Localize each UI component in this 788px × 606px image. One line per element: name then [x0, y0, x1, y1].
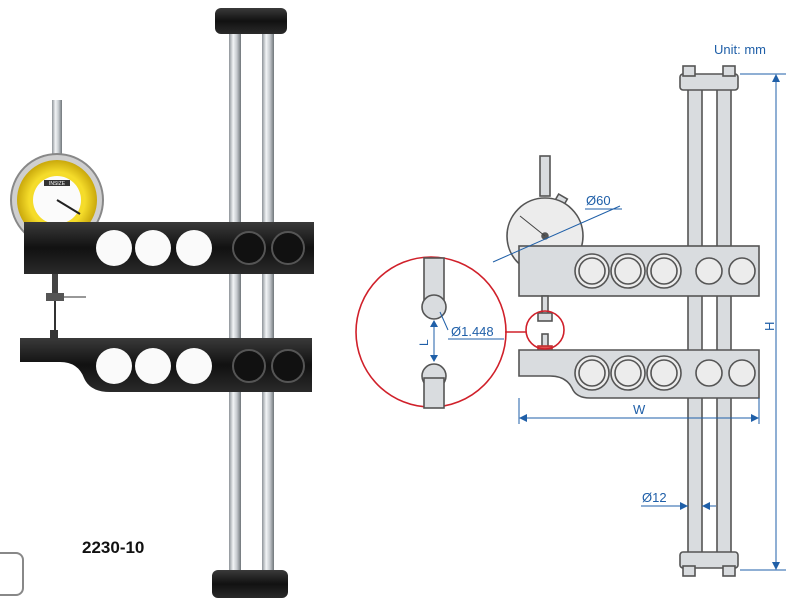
drawing-bottom-nub-right [722, 565, 736, 577]
right-rod [262, 28, 274, 583]
drawing-rod-left [687, 87, 703, 561]
drawing-upper-holder [537, 312, 553, 322]
tip-dim-leader [439, 311, 449, 331]
width-dim-label: W [633, 402, 646, 417]
dial-brand-plate [44, 180, 70, 186]
rod-dim-label: Ø12 [642, 490, 667, 505]
bottom-cap [212, 570, 288, 598]
dimension-lines [492, 73, 786, 571]
model-number: 2230-10 [82, 538, 145, 557]
upper-arm-clamps [232, 231, 305, 265]
drawing-top-nub-right [722, 65, 736, 77]
technical-drawing [506, 65, 760, 577]
detail-marker-circle [525, 310, 565, 350]
upper-spindle [52, 274, 58, 294]
drawing-upper-holes [574, 253, 756, 289]
dial-dim-label: Ø60 [586, 193, 611, 208]
drawing-lower-holes-inner [578, 359, 678, 387]
product-photo: INSIZE [10, 8, 314, 598]
dial-stem [52, 100, 62, 170]
dial-dim-leader [492, 205, 621, 263]
drawing-dial-stem [539, 155, 551, 197]
drawing-upper-holes-inner [578, 257, 678, 285]
dial-brand: INSIZE [49, 181, 66, 187]
lower-arm-clamps [232, 349, 305, 383]
top-cap [215, 8, 287, 34]
drawing-dial-needle [519, 215, 546, 237]
drawing-bottom-cap [679, 551, 739, 569]
corner-frame [0, 552, 24, 596]
drawing-bottom-nub-left [682, 565, 696, 577]
upper-contact-holder [46, 293, 64, 301]
upper-arm-holes [96, 230, 212, 266]
height-dim-label: H [762, 322, 777, 331]
left-rod [229, 28, 241, 583]
drawing-top-nub-left [682, 65, 696, 77]
drawing-rod-right [716, 87, 732, 561]
detail-tips [421, 257, 447, 409]
drawing-lower-holes [574, 355, 756, 391]
dial-needle [56, 199, 81, 215]
lower-arm-holes [96, 348, 212, 384]
gap-dim-label: L [417, 339, 431, 346]
unit-label: Unit: mm [714, 42, 766, 57]
tip-detail-callout: L Ø1.448 [355, 256, 565, 409]
dimension-arrows [519, 74, 780, 570]
lower-contact [50, 330, 58, 340]
drawing-top-cap [679, 73, 739, 91]
tip-dim-label: Ø1.448 [451, 324, 494, 339]
